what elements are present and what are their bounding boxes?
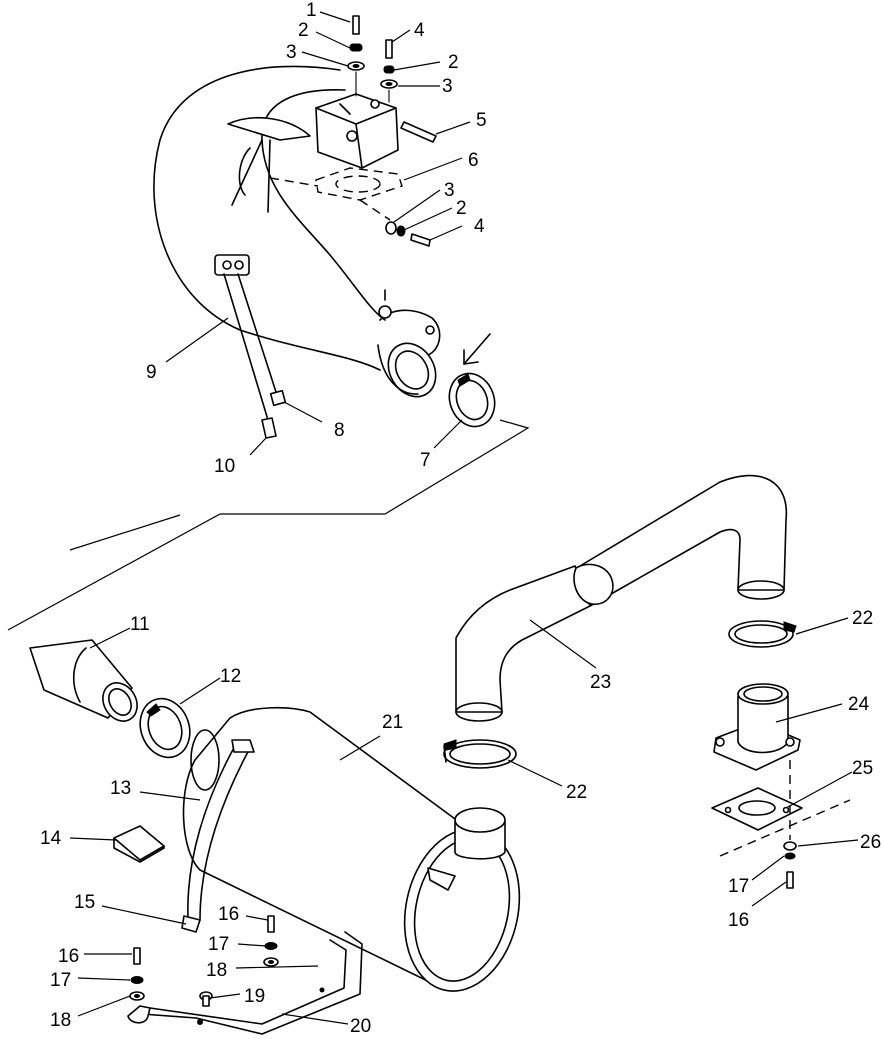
callout-21: 21 [382, 712, 403, 733]
hose-clamp-middle [139, 697, 191, 759]
callout-26: 26 [860, 832, 881, 853]
callout-20: 20 [350, 1016, 371, 1037]
fastener-stack-right [719, 760, 851, 889]
callout-17: 17 [208, 934, 229, 955]
callout-15: 15 [74, 892, 95, 913]
callout-labels: 1 2 3 4 2 3 5 6 3 2 4 9 8 10 7 11 12 21 … [40, 0, 881, 1037]
exhaust-tube [29, 639, 138, 722]
callout-18: 18 [50, 1010, 71, 1031]
callout-13: 13 [110, 778, 131, 799]
fastener-stack-middle [263, 915, 279, 967]
callout-25: 25 [852, 758, 873, 779]
exhaust-pipe [153, 65, 441, 398]
callout-7: 7 [420, 450, 431, 471]
callout-16: 16 [728, 910, 749, 931]
bolt-19 [199, 991, 213, 1007]
hose-clamp-lower-left [443, 739, 517, 769]
gasket-dashed [269, 167, 403, 221]
assembly-connector-line-upper [7, 419, 530, 631]
callout-5: 5 [476, 110, 487, 131]
callout-2: 2 [448, 52, 459, 73]
rubber-pad [113, 825, 165, 863]
hose-clamp-lower-right [728, 620, 797, 648]
callout-17: 17 [50, 970, 71, 991]
callout-4: 4 [414, 20, 425, 41]
callout-9: 9 [146, 362, 157, 383]
callout-10: 10 [214, 456, 235, 477]
elbow-pipe [455, 474, 788, 722]
assembly-connector-line-lower [69, 514, 181, 551]
exhaust-outlet-flange [713, 683, 801, 771]
direction-arrow [463, 333, 491, 365]
stud [400, 121, 437, 143]
callout-14: 14 [40, 828, 62, 849]
leader-lines [69, 11, 859, 1025]
callout-23: 23 [590, 672, 611, 693]
callout-17: 17 [728, 876, 749, 897]
mounting-bracket-plate [227, 117, 311, 213]
callout-24: 24 [848, 694, 870, 715]
muffler [182, 706, 521, 992]
callout-1: 1 [306, 0, 317, 21]
bolt-stack-right [380, 39, 398, 103]
bolt-stack-top [347, 15, 365, 97]
callout-18: 18 [206, 960, 227, 981]
outlet-gasket [711, 787, 803, 831]
callout-4: 4 [474, 216, 485, 237]
callout-12: 12 [220, 666, 241, 687]
exhaust-manifold-flange [315, 93, 399, 169]
callout-11: 11 [130, 614, 150, 635]
callout-2: 2 [456, 198, 467, 219]
callout-19: 19 [244, 986, 265, 1007]
callout-22: 22 [852, 608, 873, 629]
callout-6: 6 [468, 150, 479, 171]
callout-22: 22 [566, 782, 587, 803]
spring-strap [214, 254, 287, 439]
callout-3: 3 [444, 180, 455, 201]
callout-3: 3 [286, 42, 297, 63]
callout-8: 8 [334, 420, 345, 441]
fastener-stack-left [129, 947, 145, 1001]
hose-clamp-upper [448, 372, 496, 428]
callout-3: 3 [442, 76, 453, 97]
callout-16: 16 [58, 946, 79, 967]
callout-2: 2 [298, 20, 309, 41]
bolt-stack-side [385, 221, 431, 247]
muffler-strap [181, 739, 255, 933]
muffler-mount-bracket [127, 931, 363, 1035]
callout-16: 16 [218, 904, 239, 925]
